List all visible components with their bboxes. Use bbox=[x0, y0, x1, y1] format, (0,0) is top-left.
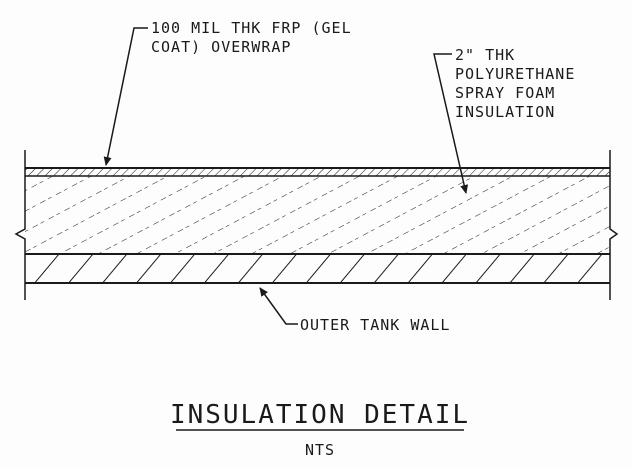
outer-tank-wall-layer bbox=[25, 254, 610, 284]
insulation-label-line-4: INSULATION bbox=[455, 103, 555, 121]
frp-overwrap-layer bbox=[25, 167, 610, 177]
left-break-line bbox=[14, 150, 26, 300]
insulation-label-line-2: POLYURETHANE bbox=[455, 65, 575, 83]
detail-title: INSULATION DETAIL bbox=[170, 400, 470, 430]
leader-tank-wall bbox=[259, 287, 298, 325]
insulation-label-line-3: SPRAY FOAM bbox=[455, 84, 555, 102]
tank-wall-label: OUTER TANK WALL bbox=[300, 316, 450, 334]
detail-scale-note: NTS bbox=[305, 441, 335, 459]
foam-insulation-layer bbox=[25, 176, 610, 255]
right-break-line bbox=[609, 150, 619, 300]
leader-overwrap bbox=[103, 27, 148, 166]
insulation-label-line-1: 2" THK bbox=[455, 46, 515, 64]
overwrap-label-line-2: COAT) OVERWRAP bbox=[151, 38, 291, 56]
overwrap-label-line-1: 100 MIL THK FRP (GEL bbox=[151, 19, 352, 37]
leader-insulation bbox=[433, 53, 469, 194]
